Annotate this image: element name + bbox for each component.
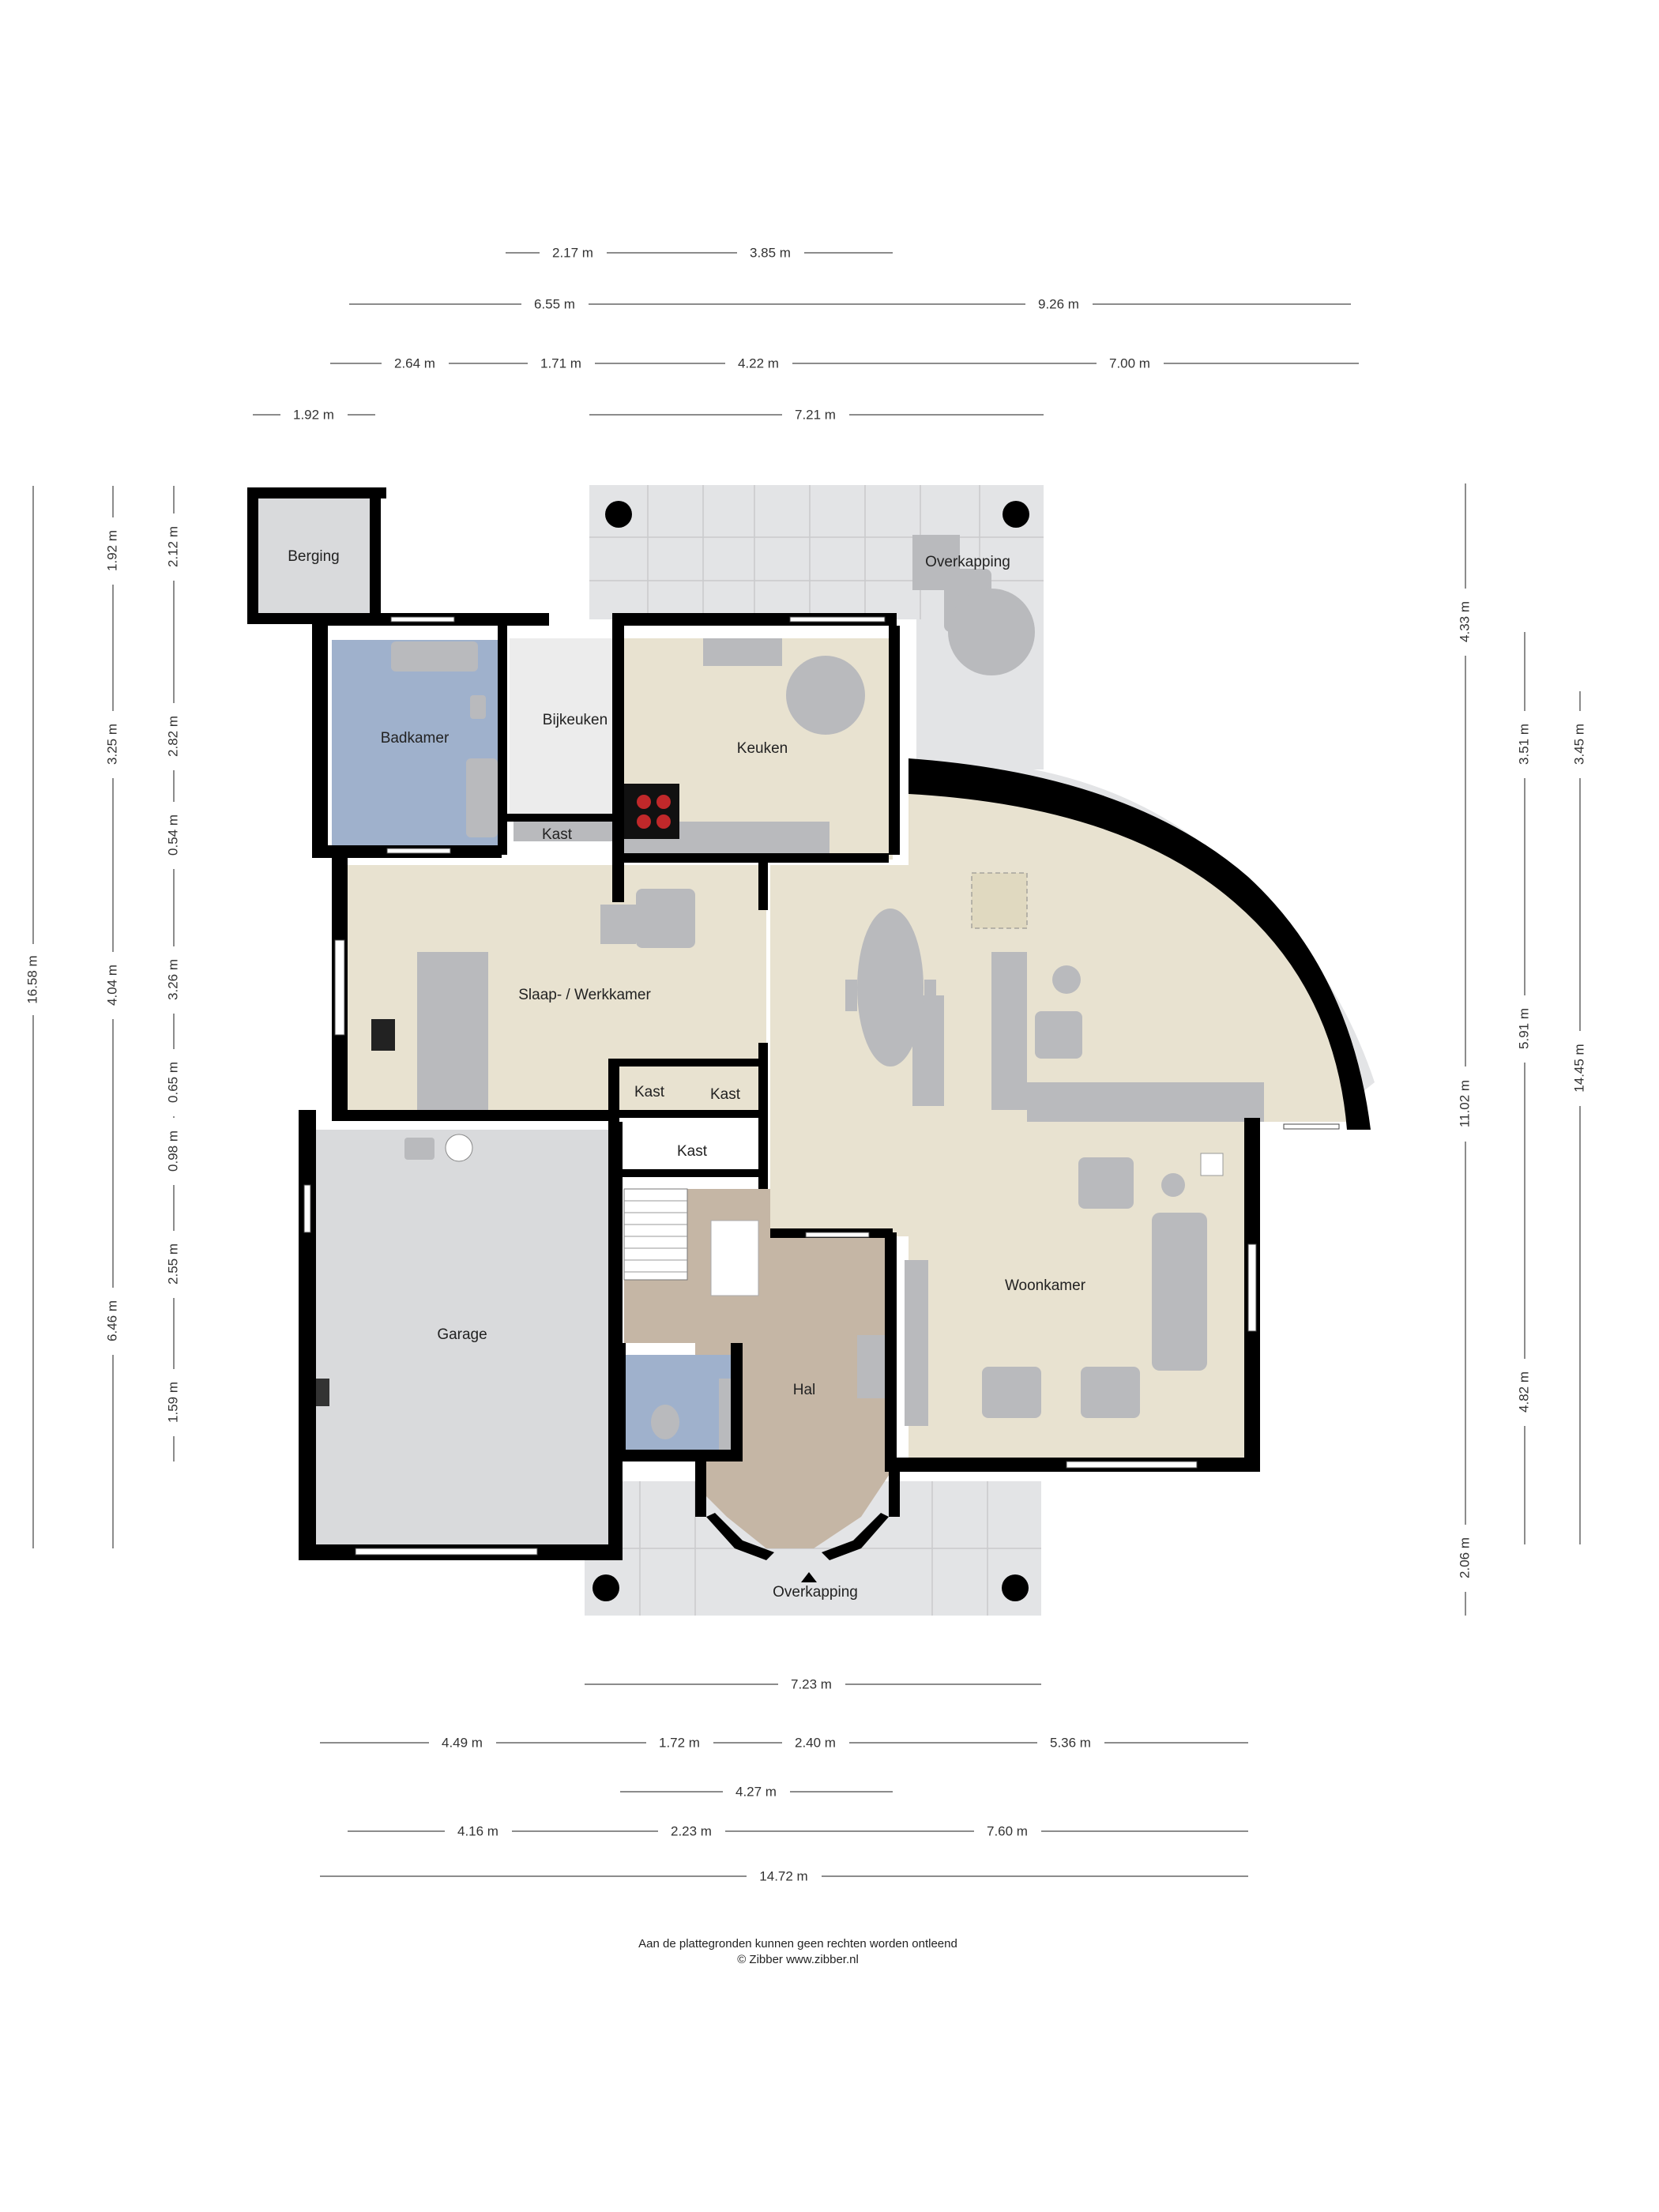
dim-bottom-r2c: 2.40 m — [795, 1735, 836, 1750]
dim-top-r3d: 7.00 m — [1109, 356, 1150, 371]
dim-top-r3a: 2.64 m — [394, 356, 435, 371]
dim-top-r4a: 1.92 m — [293, 407, 334, 422]
dim-left-i7: 2.55 m — [165, 1243, 180, 1285]
dim-left-i1: 2.12 m — [165, 526, 180, 567]
dim-left-m3: 4.04 m — [104, 965, 119, 1006]
label-garage: Garage — [437, 1326, 487, 1343]
label-slaap-werkkamer: Slaap- / Werkkamer — [518, 987, 651, 1003]
dim-right-c1: 3.45 m — [1571, 724, 1586, 765]
furniture — [312, 535, 1264, 1450]
dim-right-a1: 4.33 m — [1457, 601, 1472, 642]
dim-left-m4: 6.46 m — [104, 1300, 119, 1341]
label-kast-bijkeuken: Kast — [542, 826, 573, 843]
dimensions-top: 2.17 m 3.85 m 6.55 m 9.26 m 2.64 m 1.71 … — [253, 245, 1359, 423]
dim-left-total: 16.58 m — [24, 955, 40, 1003]
dim-top-r1a: 2.17 m — [552, 245, 593, 260]
entrance-arrow-icon — [801, 1572, 817, 1582]
toilet-floor — [624, 1355, 735, 1450]
dim-bottom-r2a: 4.49 m — [442, 1735, 483, 1750]
dim-left-i2: 2.82 m — [165, 716, 180, 757]
dim-left-i6: 0.98 m — [165, 1130, 180, 1172]
label-kast-3: Kast — [677, 1143, 708, 1160]
dimensions-right: 4.33 m 11.02 m 2.06 m 3.51 m 5.91 m 4.82… — [1457, 483, 1588, 1616]
dim-bottom-r4c: 7.60 m — [987, 1823, 1028, 1838]
label-bijkeuken: Bijkeuken — [543, 712, 608, 728]
dim-right-a3: 2.06 m — [1457, 1537, 1472, 1578]
dim-top-r2b: 9.26 m — [1038, 296, 1079, 311]
dim-bottom-r2d: 5.36 m — [1050, 1735, 1091, 1750]
dim-top-r3b: 1.71 m — [540, 356, 581, 371]
dim-top-r1b: 3.85 m — [750, 245, 791, 260]
label-overkapping-bottom: Overkapping — [773, 1584, 858, 1601]
dimensions-left: 16.58 m 1.92 m 3.25 m 4.04 m 6.46 m 2.12… — [24, 486, 182, 1548]
dim-bottom-r4b: 2.23 m — [671, 1823, 712, 1838]
bijkeuken-floor — [510, 638, 612, 820]
dim-top-r3c: 4.22 m — [738, 356, 779, 371]
dim-bottom-r2b: 1.72 m — [659, 1735, 700, 1750]
dim-bottom-r5: 14.72 m — [759, 1868, 807, 1883]
label-hal: Hal — [793, 1382, 816, 1398]
label-overkapping-top: Overkapping — [925, 554, 1010, 570]
dim-bottom-r3: 4.27 m — [735, 1784, 777, 1799]
dim-bottom-r1: 7.23 m — [791, 1676, 832, 1691]
label-berging: Berging — [288, 548, 340, 565]
dim-left-i5: 0.65 m — [165, 1062, 180, 1103]
copyright-text: © Zibber www.zibber.nl — [737, 1953, 859, 1966]
dim-left-m1: 1.92 m — [104, 530, 119, 571]
dim-left-i4: 3.26 m — [165, 959, 180, 1000]
label-keuken: Keuken — [737, 740, 788, 757]
label-badkamer: Badkamer — [381, 730, 450, 747]
dim-right-b2: 5.91 m — [1516, 1008, 1531, 1049]
dim-right-c2: 14.45 m — [1571, 1044, 1586, 1092]
berging-floor — [257, 494, 374, 616]
dimensions-bottom: 7.23 m 4.49 m 1.72 m 2.40 m 5.36 m 4.27 … — [320, 1676, 1248, 1884]
dim-right-a2: 11.02 m — [1457, 1080, 1472, 1127]
windows — [303, 616, 1340, 1556]
dim-left-i3: 0.54 m — [165, 814, 180, 856]
garage-floor — [314, 1130, 608, 1548]
terrace-top — [589, 485, 1044, 769]
dim-bottom-r4a: 4.16 m — [457, 1823, 498, 1838]
hal-floor — [624, 1189, 893, 1548]
stairs — [623, 1188, 688, 1281]
dim-top-r4b: 7.21 m — [795, 407, 836, 422]
disclaimer-text: Aan de plattegronden kunnen geen rechten… — [638, 1937, 957, 1951]
label-kast-2: Kast — [710, 1086, 741, 1103]
dim-left-i8: 1.59 m — [165, 1382, 180, 1423]
dim-top-r2a: 6.55 m — [534, 296, 575, 311]
dim-right-b3: 4.82 m — [1516, 1371, 1531, 1413]
label-woonkamer: Woonkamer — [1005, 1277, 1086, 1294]
label-kast-1: Kast — [634, 1084, 665, 1100]
dim-right-b1: 3.51 m — [1516, 724, 1531, 765]
dim-left-m2: 3.25 m — [104, 724, 119, 765]
stove-icon — [624, 784, 679, 839]
